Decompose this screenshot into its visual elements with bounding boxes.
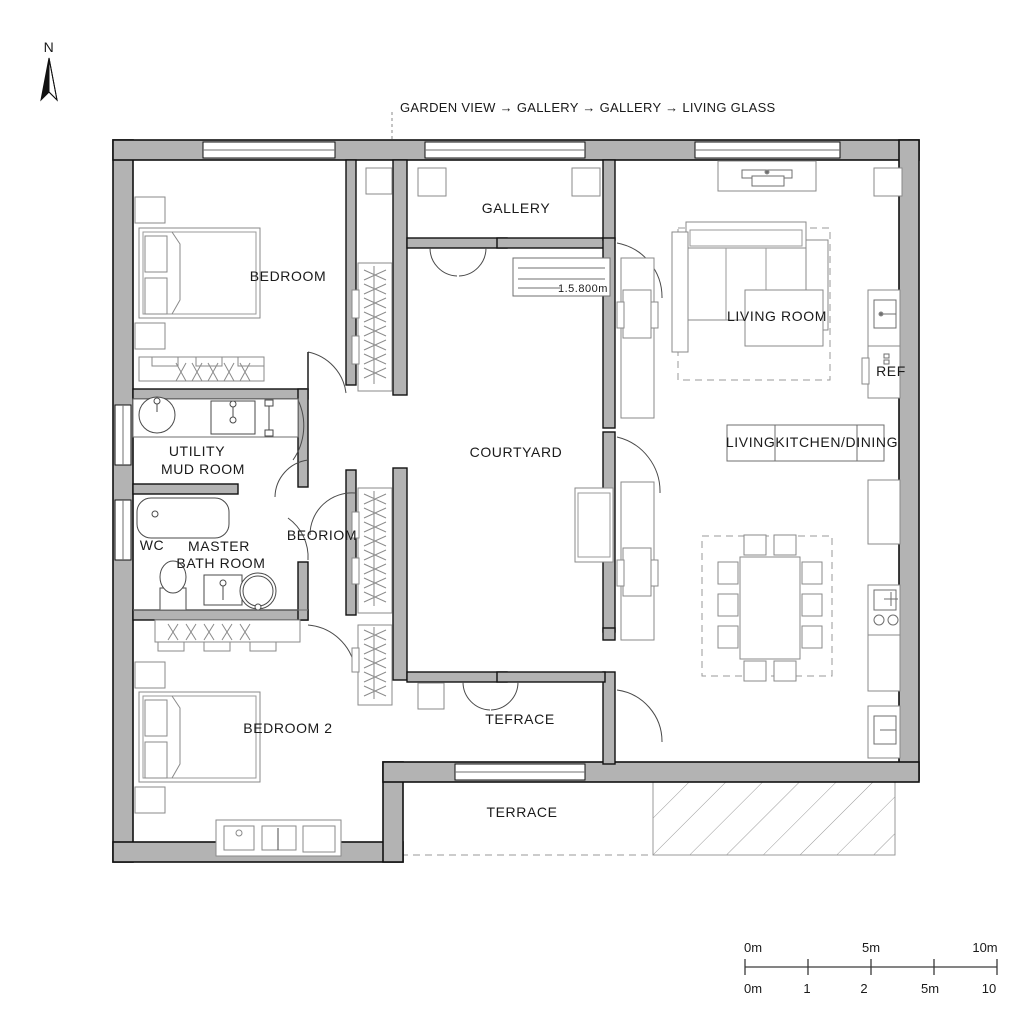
gallery-furniture: [417, 167, 601, 197]
room-label-mid-bedroom: BEORIOM: [287, 527, 357, 543]
dining-set: [701, 534, 833, 682]
courtyard-east-cabinets: [574, 257, 659, 641]
scale-bottom-tick-1: 1: [803, 981, 810, 996]
bedroom2-wardrobe: [167, 623, 393, 706]
bedroom-dresser-hangers: [175, 362, 251, 382]
room-label-master-bathroom-line2: BATH ROOM: [176, 555, 265, 571]
window-openings: [114, 141, 841, 781]
bedroom2-furniture: [134, 619, 342, 857]
master-bathroom-fixtures: [133, 497, 308, 611]
scale-bar: [744, 959, 998, 975]
scale-top-tick-0: 0m: [744, 940, 762, 955]
room-label-master-bathroom-line1: MASTER: [188, 538, 250, 554]
north-arrow-icon: [40, 57, 58, 102]
compass-label: N: [44, 39, 55, 55]
room-label-utility: UTILITY: [169, 443, 225, 459]
mid-bedroom-wardrobe: [351, 487, 393, 614]
room-label-gallery: GALLERY: [482, 200, 551, 216]
interior-walls: [132, 159, 616, 765]
room-label-living-room: LIVING ROOM: [727, 308, 827, 324]
terrace-inner-furniture: [417, 682, 445, 710]
room-label-wc: WC: [140, 537, 165, 553]
scale-bottom-tick-4: 10: [982, 981, 996, 996]
room-label-terrace-outer: TERRACE: [486, 804, 557, 820]
scale-bottom-tick-2: 2: [860, 981, 867, 996]
door-swings: [274, 242, 663, 743]
room-label-mud-room: MUD ROOM: [161, 461, 245, 477]
scale-top-tick-1: 5m: [862, 940, 880, 955]
courtyard-dimension-box: [512, 257, 611, 297]
kitchen-island: [726, 424, 885, 462]
bedroom-wardrobe-hangers: [351, 262, 393, 392]
paved-terrace-hatch: [652, 771, 896, 856]
room-label-terrace-inner: TEFRACE: [485, 711, 555, 727]
room-label-kitchen-dining: LIVINGKITCHEN/DINING: [726, 434, 898, 450]
living-room-furniture: [671, 160, 903, 381]
room-label-courtyard: COURTYARD: [470, 444, 563, 460]
room-label-bedroom-2: BEDROOM 2: [243, 720, 332, 736]
scale-bottom-tick-0: 0m: [744, 981, 762, 996]
dimension-label-courtyard-width: 1.5.800m: [558, 283, 608, 295]
scale-top-tick-2: 10m: [972, 940, 997, 955]
room-label-bedroom: BEDROOM: [250, 268, 327, 284]
scale-bottom-tick-3: 5m: [921, 981, 939, 996]
room-label-refrigerator: REF: [876, 363, 906, 379]
utility-fixtures: [132, 396, 299, 438]
kitchen-east-run: [861, 289, 901, 759]
view-path-label: GARDEN VIEW → GALLERY → GALLERY → LIVING…: [400, 100, 776, 115]
